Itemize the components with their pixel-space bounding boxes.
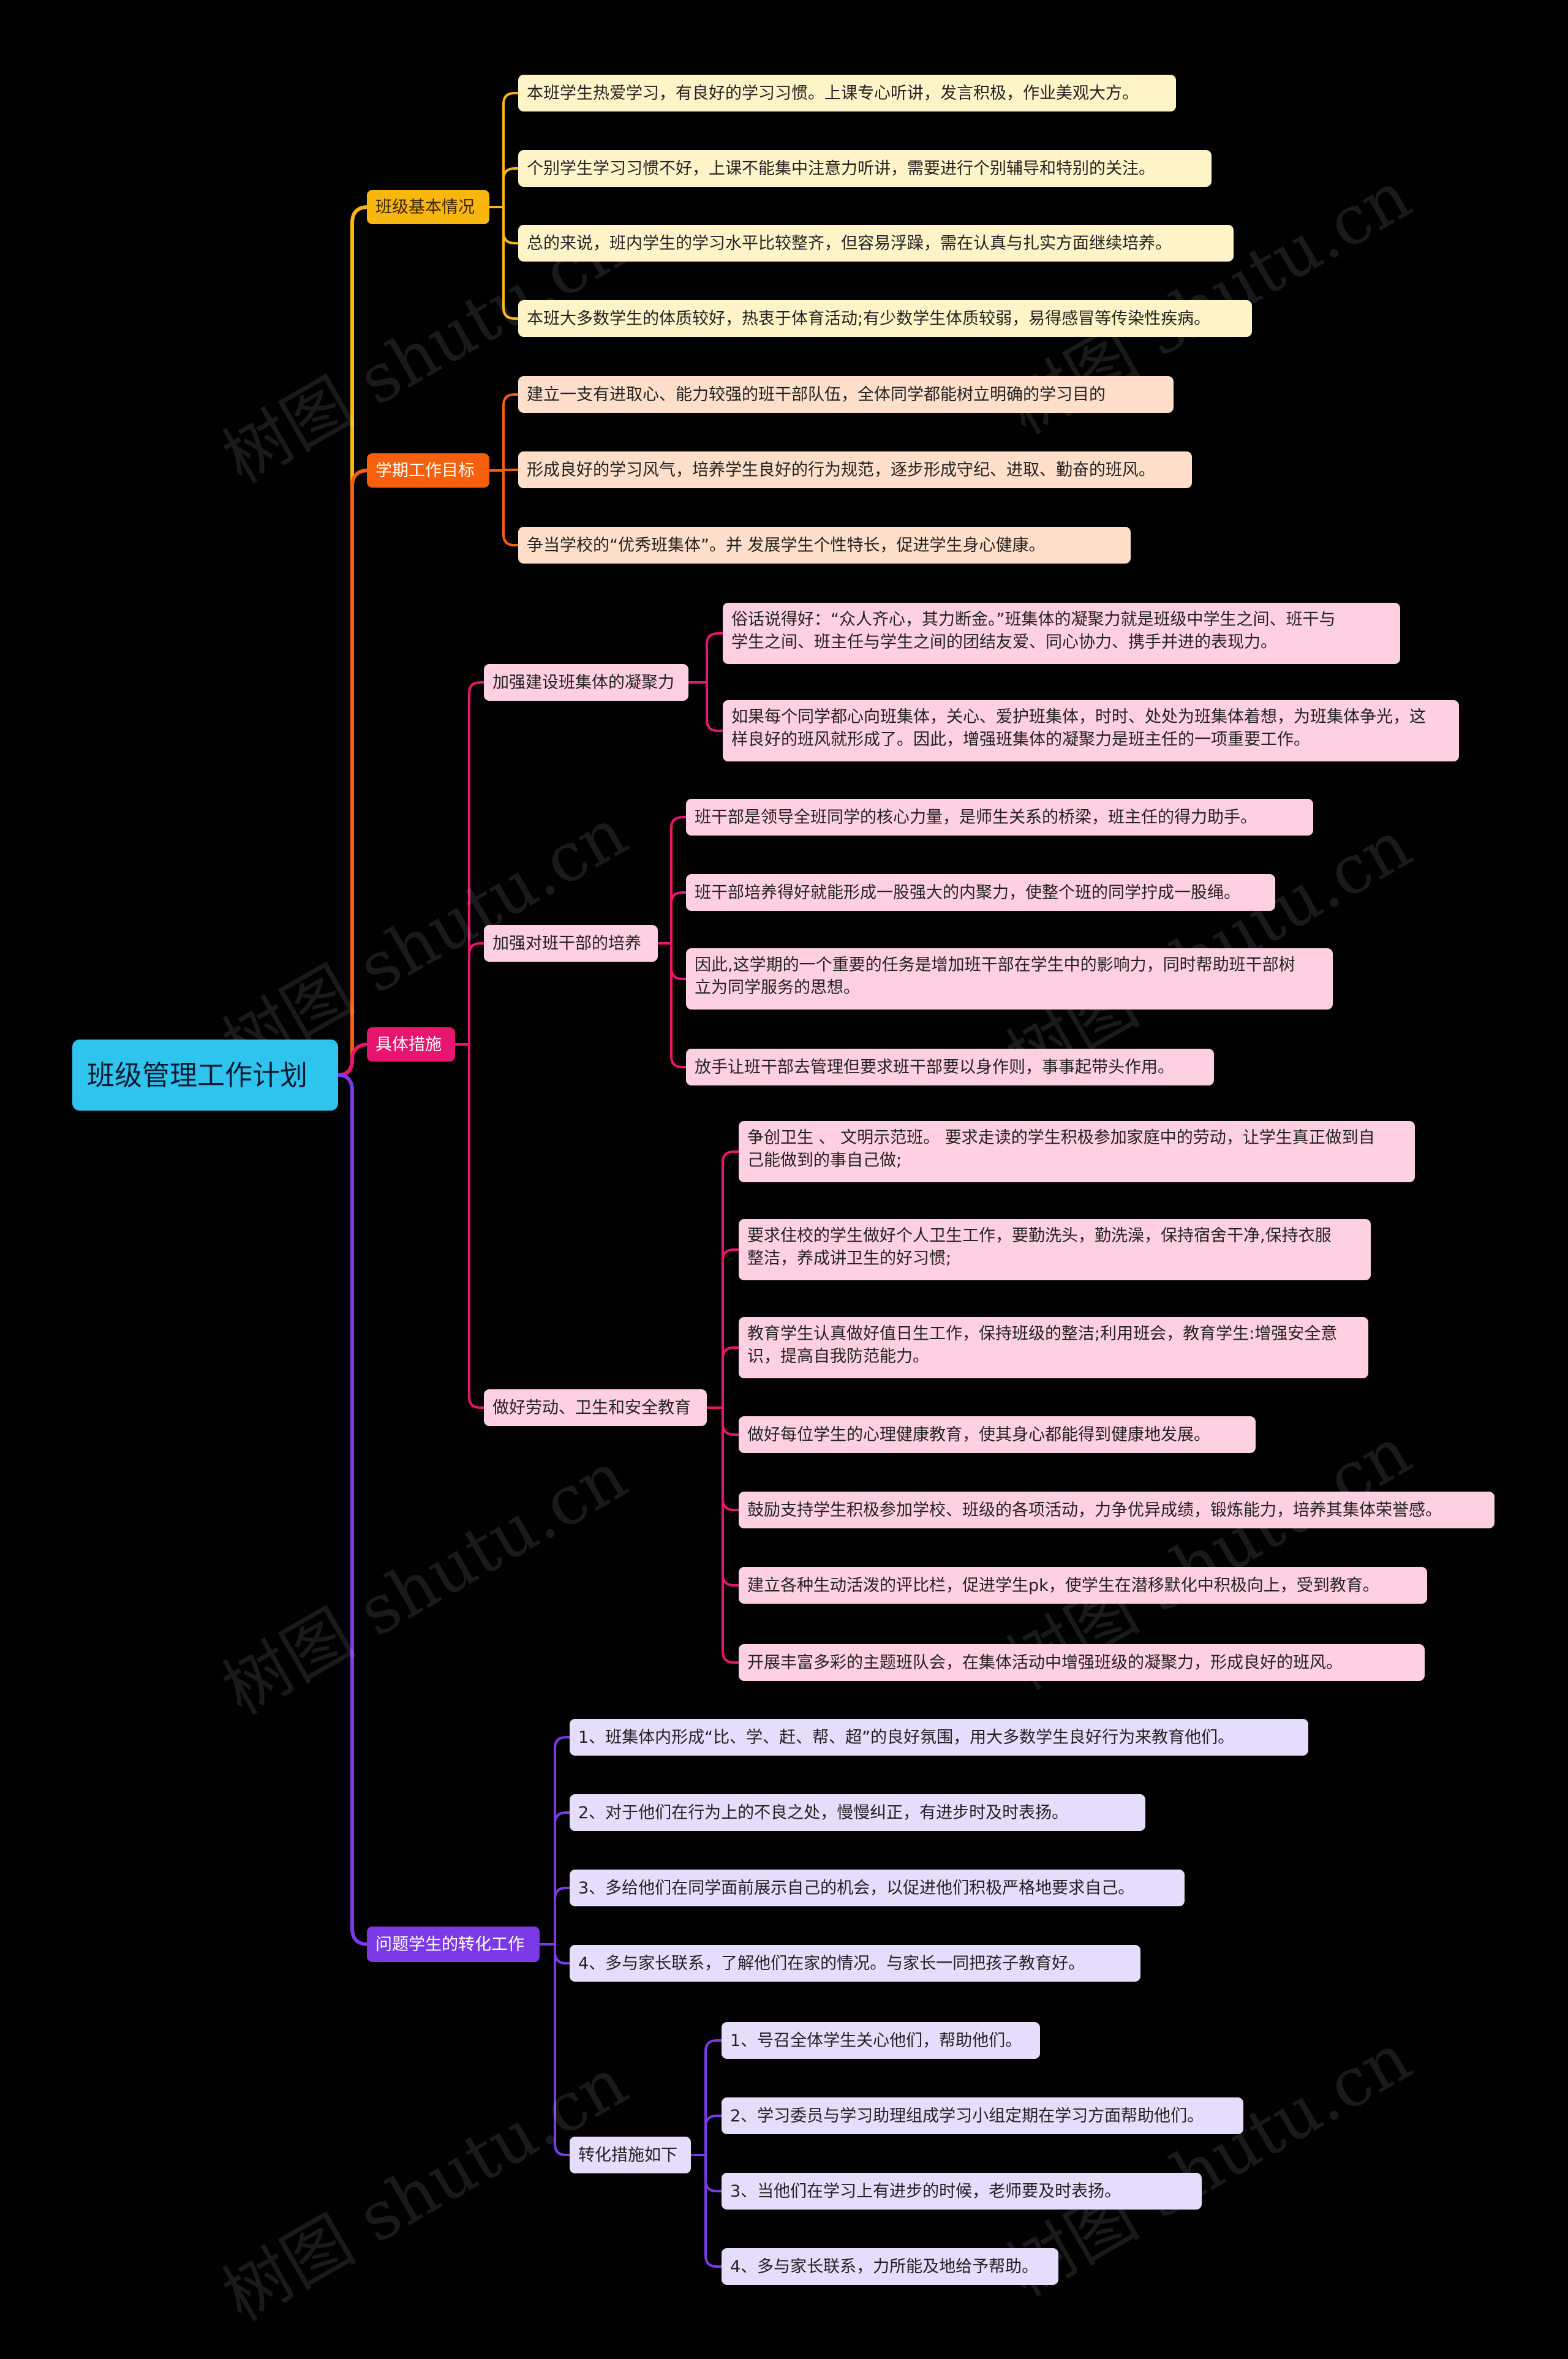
branch-measures[interactable]: 具体措施 — [367, 1027, 455, 1062]
branch-problem-students[interactable]: 问题学生的转化工作 — [367, 1927, 540, 1962]
leaf-item[interactable]: 总的来说，班内学生的学习水平比较整齐，但容易浮躁，需在认真与扎实方面继续培养。 — [518, 225, 1234, 262]
leaf-item[interactable]: 俗话说得好：“众人齐心，其力断金。”班集体的凝聚力就是班级中学生之间、班干与 学… — [723, 603, 1400, 664]
leaf-item[interactable]: 开展丰富多彩的主题班队会，在集体活动中增强班级的凝聚力，形成良好的班风。 — [739, 1644, 1425, 1681]
leaf-item[interactable]: 争当学校的“优秀班集体”。并 发展学生个性特长，促进学生身心健康。 — [518, 527, 1131, 564]
leaf-item[interactable]: 要求住校的学生做好个人卫生工作，要勤洗头，勤洗澡，保持宿舍干净,保持衣服 整洁，… — [739, 1219, 1371, 1280]
root-topic[interactable]: 班级管理工作计划 — [72, 1040, 338, 1111]
branch-term-goals[interactable]: 学期工作目标 — [367, 453, 489, 488]
leaf-item[interactable]: 1、号召全体学生关心他们，帮助他们。 — [722, 2022, 1040, 2059]
leaf-item[interactable]: 建立一支有进取心、能力较强的班干部队伍，全体同学都能树立明确的学习目的 — [518, 376, 1174, 413]
branch-class-situation[interactable]: 班级基本情况 — [367, 190, 489, 224]
leaf-item[interactable]: 放手让班干部去管理但要求班干部要以身作则，事事起带头作用。 — [686, 1049, 1214, 1085]
leaf-item[interactable]: 4、多与家长联系，了解他们在家的情况。与家长一同把孩子教育好。 — [570, 1945, 1140, 1982]
leaf-item[interactable]: 1、班集体内形成“比、学、赶、帮、超”的良好氛围，用大多数学生良好行为来教育他们… — [570, 1719, 1308, 1756]
leaf-item[interactable]: 本班大多数学生的体质较好，热衷于体育活动;有少数学生体质较弱，易得感冒等传染性疾… — [518, 300, 1252, 337]
leaf-item[interactable]: 班干部是领导全班同学的核心力量，是师生关系的桥梁，班主任的得力助手。 — [686, 799, 1313, 836]
leaf-item[interactable]: 形成良好的学习风气，培养学生良好的行为规范，逐步形成守纪、进取、勤奋的班风。 — [518, 451, 1192, 488]
leaf-item[interactable]: 3、多给他们在同学面前展示自己的机会，以促进他们积极严格地要求自己。 — [570, 1870, 1185, 1906]
leaf-item[interactable]: 因此,这学期的一个重要的任务是增加班干部在学生中的影响力，同时帮助班干部树 立为… — [686, 948, 1333, 1010]
sub-branch-labor-hygiene-safety[interactable]: 做好劳动、卫生和安全教育 — [484, 1389, 707, 1426]
leaf-item[interactable]: 教育学生认真做好值日生工作，保持班级的整洁;利用班会，教育学生:增强安全意 识，… — [739, 1317, 1368, 1378]
leaf-item[interactable]: 4、多与家长联系，力所能及地给予帮助。 — [722, 2248, 1058, 2285]
sub-branch-cadre-training[interactable]: 加强对班干部的培养 — [484, 925, 658, 962]
sub-branch-conversion-measures[interactable]: 转化措施如下 — [570, 2137, 691, 2173]
leaf-item[interactable]: 班干部培养得好就能形成一股强大的内聚力，使整个班的同学拧成一股绳。 — [686, 874, 1275, 911]
leaf-item[interactable]: 建立各种生动活泼的评比栏，促进学生pk，使学生在潜移默化中积极向上，受到教育。 — [739, 1567, 1427, 1604]
leaf-item[interactable]: 个别学生学习习惯不好，上课不能集中注意力听讲，需要进行个别辅导和特别的关注。 — [518, 150, 1212, 187]
leaf-item[interactable]: 2、对于他们在行为上的不良之处，慢慢纠正，有进步时及时表扬。 — [570, 1794, 1145, 1831]
leaf-item[interactable]: 本班学生热爱学习，有良好的学习习惯。上课专心听讲，发言积极，作业美观大方。 — [518, 75, 1176, 111]
leaf-item[interactable]: 做好每位学生的心理健康教育，使其身心都能得到健康地发展。 — [739, 1416, 1256, 1453]
sub-branch-cohesion[interactable]: 加强建设班集体的凝聚力 — [484, 664, 688, 701]
leaf-item[interactable]: 如果每个同学都心向班集体，关心、爱护班集体，时时、处处为班集体着想，为班集体争光… — [723, 700, 1459, 761]
leaf-item[interactable]: 鼓励支持学生积极参加学校、班级的各项活动，力争优异成绩，锻炼能力，培养其集体荣誉… — [739, 1492, 1494, 1528]
leaf-item[interactable]: 3、当他们在学习上有进步的时候，老师要及时表扬。 — [722, 2173, 1202, 2210]
leaf-item[interactable]: 争创卫生 、 文明示范班。 要求走读的学生积极参加家庭中的劳动，让学生真正做到自… — [739, 1121, 1415, 1182]
leaf-item[interactable]: 2、学习委员与学习助理组成学习小组定期在学习方面帮助他们。 — [722, 2097, 1243, 2134]
